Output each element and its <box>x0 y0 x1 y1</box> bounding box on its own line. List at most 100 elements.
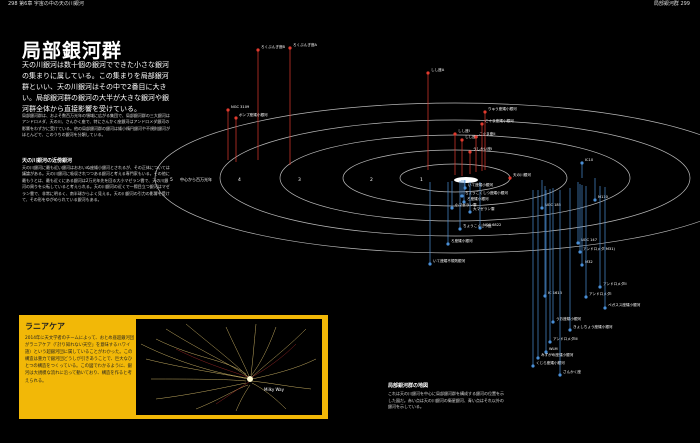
other-galaxies: いて座矮小銀河ちょうこくしつ座矮小銀河ろ座矮小銀河小マゼラン雲大マゼラン雲NGC… <box>428 158 641 377</box>
milky-way-marker: Milky Way <box>264 387 285 392</box>
other-galaxy-dot-1 <box>460 194 464 198</box>
satellite-galaxy-label-9: こぐま座II <box>479 131 496 136</box>
other-galaxy-dot-17 <box>551 320 555 324</box>
other-galaxy-label-17: うお座矮小銀河 <box>556 316 582 321</box>
other-galaxy-dot-20 <box>603 306 607 310</box>
lead-paragraph: 天の川銀河は数十個の銀河でできた小さな銀河の集まりに属している。この集まりを局部… <box>22 61 169 113</box>
scale-label-1: 1 <box>420 177 423 183</box>
satellite-galaxy-dot-7 <box>483 110 487 114</box>
satellite-galaxy-dot-10 <box>468 150 472 154</box>
other-galaxy-dot-12 <box>578 250 582 254</box>
satellite-galaxy-label-8: こぐま座矮小銀河 <box>485 118 514 123</box>
other-galaxy-dot-15 <box>584 295 588 299</box>
other-galaxy-dot-22 <box>544 350 548 354</box>
page-title: 局部銀河群 <box>22 40 123 62</box>
satellite-galaxy-label-6: しし座II <box>465 134 478 139</box>
other-galaxy-dot-9 <box>593 198 597 202</box>
other-galaxy-dot-5 <box>478 226 482 230</box>
other-galaxy-label-20: ペガスス座矮小銀河 <box>608 302 641 307</box>
satellite-galaxy-dot-6 <box>460 138 464 142</box>
other-galaxy-label-23: みずがめ座矮小銀河 <box>541 352 574 357</box>
map-caption-text: これは天の川銀河を中心に局部銀河群を構成する銀河の位置を示した図だ。赤い点は天の… <box>388 391 504 409</box>
laniakea-flow-illustration: Milky Way <box>140 323 317 412</box>
other-galaxy-label-1: ちょうこくしつ座矮小銀河 <box>465 190 508 195</box>
satellite-galaxy-label-2: しし座A <box>431 67 445 72</box>
other-galaxy-label-14: アンドロメダII <box>603 281 627 286</box>
section-paragraph: 天の川銀河に最も近い銀河はおおいぬ座矮小銀河とされるが、その正体については議論が… <box>22 165 170 203</box>
other-galaxy-label-8: IC10 <box>585 158 594 162</box>
section-subhead: 天の川銀河の近傍銀河 <box>22 158 73 164</box>
satellite-galaxy-dot-3 <box>226 108 230 112</box>
laniakea-title: ラニアケア <box>25 322 65 331</box>
other-galaxy-dot-13 <box>580 263 584 267</box>
other-galaxy-dot-18 <box>428 262 432 266</box>
laniakea-box: ラニアケア 2014年に天文学者のチームによって、おとめ座超銀河団がラニアケア（… <box>19 315 328 419</box>
other-galaxy-label-4: 大マゼラン雲 <box>473 206 495 211</box>
other-galaxy-label-5: NGC 6822 <box>483 223 501 227</box>
map-caption-title: 局部銀河群の地図 <box>388 383 429 389</box>
other-galaxy-label-22: WLM <box>549 347 558 351</box>
satellite-galaxy-dot-1 <box>288 46 292 50</box>
laniakea-image: Milky Way <box>136 319 322 415</box>
satellite-galaxy-label-11: 天の川銀河 <box>513 172 531 177</box>
other-galaxy-label-2: ろ座矮小銀河 <box>467 196 489 201</box>
other-galaxy-dot-21 <box>531 364 535 368</box>
other-galaxy-dot-8 <box>580 161 584 165</box>
satellite-galaxy-dot-9 <box>474 135 478 139</box>
satellite-galaxy-dot-0 <box>256 48 260 52</box>
scale-label-2: 2 <box>370 177 373 183</box>
satellite-galaxy-label-3: NGC 3109 <box>231 105 250 109</box>
ring-5 <box>154 102 700 254</box>
other-galaxy-dot-2 <box>462 200 466 204</box>
other-galaxy-dot-24 <box>558 373 562 377</box>
other-galaxy-dot-25 <box>568 328 572 332</box>
ring-4 <box>219 119 691 237</box>
scale-label-unit: 中心から百万光年 <box>180 176 212 182</box>
satellite-galaxy-dot-4 <box>234 116 238 120</box>
scale-label-5: 5 <box>170 177 173 183</box>
other-galaxy-dot-23 <box>536 356 540 360</box>
other-galaxy-dot-4 <box>468 210 472 214</box>
other-galaxy-label-18: いて座矮不規則銀河 <box>433 258 466 263</box>
distance-rings <box>154 102 700 254</box>
other-galaxy-label-7: ろ座矮小銀河 <box>451 238 473 243</box>
satellite-galaxy-label-7: りゅう座矮小銀河 <box>488 106 517 111</box>
other-galaxy-dot-7 <box>446 242 450 246</box>
satellite-galaxy-dot-8 <box>480 122 484 126</box>
satellite-galaxy-label-0: ろくぶんぎ座B <box>261 44 286 49</box>
other-galaxy-dot-3 <box>450 206 454 210</box>
satellite-galaxy-label-1: ろくぶんぎ座A <box>293 42 318 47</box>
satellite-galaxy-label-4: ポンプ座矮小銀河 <box>239 112 268 117</box>
satellite-galaxy-label-10: うしかい座I <box>473 146 492 151</box>
page-header-left: 298 第6章 宇宙の中の天の川銀河 <box>8 1 84 7</box>
other-galaxy-dot-19 <box>548 340 552 344</box>
page-header-right: 局部銀河群 299 <box>653 1 690 7</box>
other-galaxy-label-19: アンドロメダIII <box>553 336 578 341</box>
other-galaxy-label-21: くじら座矮小銀河 <box>536 360 565 365</box>
other-galaxy-dot-10 <box>540 206 544 210</box>
other-galaxy-label-6: ちょうこくしつ座 <box>463 223 492 228</box>
body-paragraph: 局部銀河群は、およそ数百万光年の領域に広がる集団で、局部銀河群の三大銀河はアンド… <box>22 113 170 138</box>
other-galaxy-label-25: きょしちょう座矮小銀河 <box>573 324 613 329</box>
other-galaxy-dot-11 <box>576 241 580 245</box>
satellite-galaxy-dot-5 <box>453 132 457 136</box>
other-galaxy-label-24: さんかく座 <box>563 369 581 374</box>
satellite-galaxy-dot-2 <box>426 71 430 75</box>
other-galaxy-label-0: いて座矮小銀河 <box>468 182 493 187</box>
other-galaxy-dot-6 <box>458 227 462 231</box>
other-galaxy-dot-14 <box>598 285 602 289</box>
other-galaxy-label-9: M110 <box>598 195 609 199</box>
other-galaxy-label-12: アンドロメダ(M31) <box>583 246 615 251</box>
scale-label-3: 3 <box>298 177 301 183</box>
satellite-galaxy-dot-11 <box>508 176 512 180</box>
satellite-galaxies: ろくぶんぎ座B ろくぶんぎ座A しし座A NGC 3109 ポンプ座矮小銀河しし座Iしし… <box>226 42 531 180</box>
other-galaxy-label-13: M32 <box>585 260 593 264</box>
satellite-galaxy-label-5: しし座I <box>458 128 470 133</box>
other-galaxy-label-15: アンドロメダI <box>589 291 611 296</box>
other-galaxy-label-3: 小マゼラン雲 <box>455 202 477 207</box>
scale-label-4: 4 <box>238 177 241 183</box>
other-galaxy-label-16: IC 1613 <box>548 291 562 295</box>
laniakea-text: 2014年に天文学者のチームによって、おとめ座超銀河団がラニアケア（「計り知れな… <box>25 336 135 384</box>
other-galaxy-label-11: NGC 147 <box>581 238 597 242</box>
